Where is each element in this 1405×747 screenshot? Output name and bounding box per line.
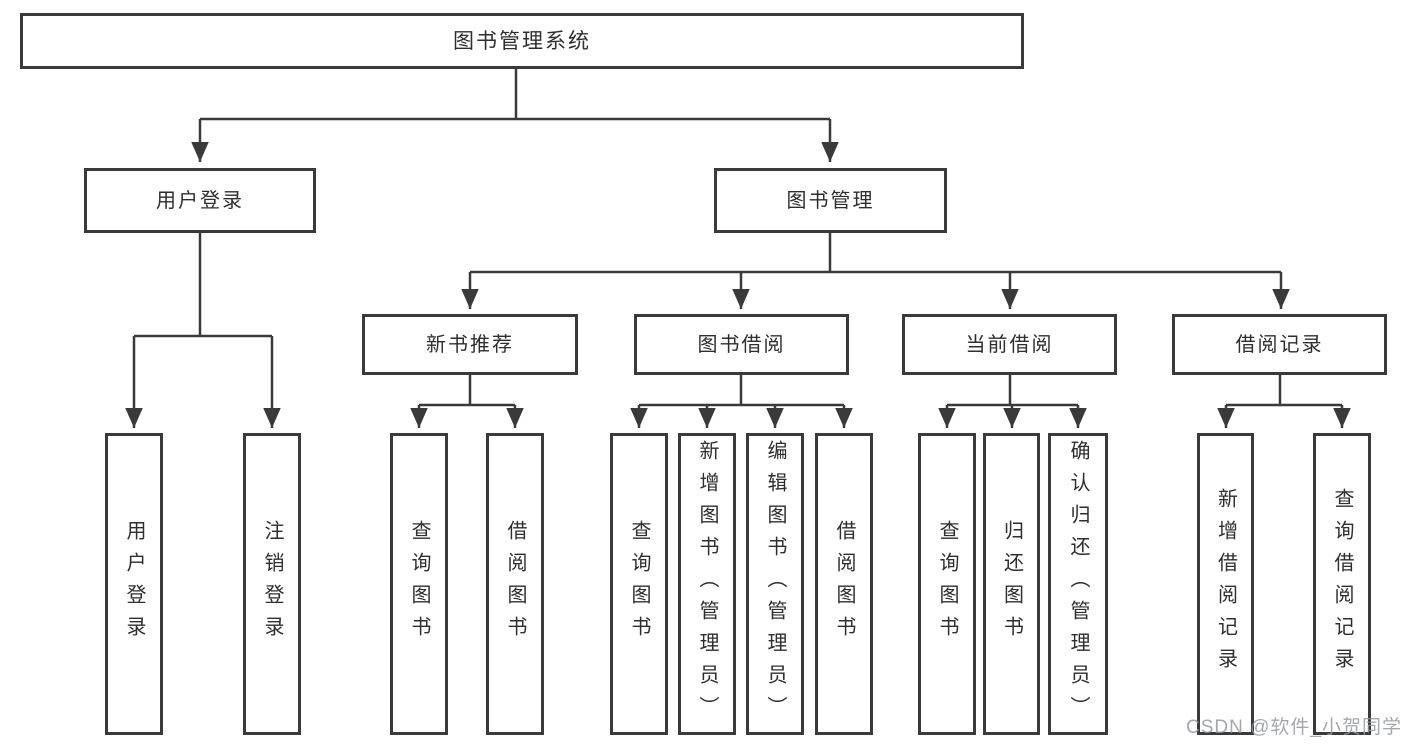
leaf-query-books-recommend: 查询图书 xyxy=(390,433,448,735)
node-book-borrow: 图书借阅 xyxy=(634,314,849,375)
node-book-management: 图书管理 xyxy=(714,168,947,233)
node-user-login: 用户登录 xyxy=(84,168,316,233)
leaf-query-books-borrow: 查询图书 xyxy=(610,433,668,735)
node-new-book-recommend: 新书推荐 xyxy=(362,314,578,375)
leaf-query-borrow-record: 查询借阅记录 xyxy=(1313,433,1371,735)
leaf-user-login: 用户登录 xyxy=(105,433,163,735)
node-library-system: 图书管理系统 xyxy=(20,13,1024,69)
node-current-borrow: 当前借阅 xyxy=(902,314,1117,375)
leaf-logout: 注销登录 xyxy=(243,433,301,735)
leaf-return-books: 归还图书 xyxy=(983,433,1040,735)
leaf-confirm-return-admin: 确认归还（管理员） xyxy=(1048,433,1108,735)
leaf-add-borrow-record: 新增借阅记录 xyxy=(1197,433,1254,735)
leaf-query-books-current: 查询图书 xyxy=(918,433,976,735)
leaf-borrow-books: 借阅图书 xyxy=(815,433,873,735)
leaf-add-book-admin: 新增图书（管理员） xyxy=(678,433,736,735)
node-borrow-record: 借阅记录 xyxy=(1172,314,1387,375)
leaf-borrow-books-recommend: 借阅图书 xyxy=(486,433,544,735)
csdn-watermark: CSDN @软件_小贺同学 xyxy=(1186,717,1402,738)
leaf-edit-book-admin: 编辑图书（管理员） xyxy=(746,433,804,735)
